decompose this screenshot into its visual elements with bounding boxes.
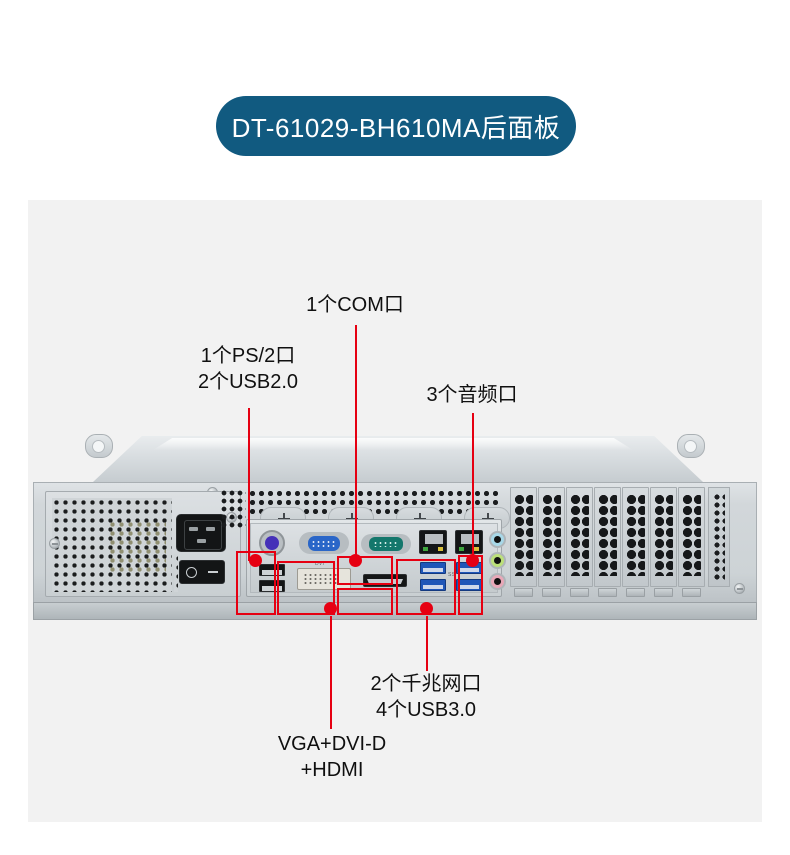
- rear-panel-photo: DVI SS: [33, 430, 757, 630]
- highlight-hdmi: [337, 588, 393, 615]
- rj45-port-2[interactable]: [455, 530, 483, 554]
- usb3-port-4[interactable]: [456, 579, 482, 591]
- audio-jack-line-out[interactable]: [489, 552, 506, 569]
- rack-ear-hole-left: [92, 440, 105, 453]
- psu-screw-left: [49, 538, 60, 549]
- leader-dot-audio: [466, 554, 479, 567]
- leader-dot-ps2-usb2: [249, 554, 262, 567]
- rack-ear-left: [85, 434, 113, 458]
- audio-jack-line-in[interactable]: [489, 531, 506, 548]
- callout-label-usb3: 4个USB3.0: [375, 699, 477, 721]
- screw-lower-right: [734, 583, 745, 594]
- io-shield-inner: DVI SS: [250, 523, 506, 593]
- switch-off-mark: [185, 566, 197, 578]
- power-inlet-c14: [176, 514, 226, 552]
- switch-on-mark: [208, 571, 219, 573]
- rj45-port-1[interactable]: [419, 530, 447, 554]
- expansion-slot-2: [538, 487, 565, 597]
- highlight-ps2-usb2: [236, 551, 276, 615]
- chassis-bottom-rail: [33, 602, 757, 620]
- chassis-rear-face: DVI SS: [33, 482, 757, 604]
- power-rocker-switch[interactable]: [179, 560, 225, 584]
- page-title-badge: DT-61029-BH610MA后面板: [216, 96, 576, 156]
- callout-label-lan: 2个千兆网口: [370, 673, 482, 695]
- expansion-slot-7: [678, 487, 705, 597]
- leader-line-lan-usb3: [426, 616, 428, 671]
- lid-highlight: [153, 438, 633, 450]
- usb3-port-1[interactable]: [420, 562, 446, 574]
- callout-label-audio: 3个音频口: [426, 384, 518, 406]
- callout-label-ps2: 1个PS/2口: [200, 345, 296, 367]
- chassis-vent-left: [220, 489, 246, 529]
- dvi-silkscreen-label: DVI: [315, 561, 325, 567]
- audio-jack-mic[interactable]: [489, 573, 506, 590]
- vga-port[interactable]: [299, 532, 349, 554]
- highlight-com: [337, 556, 393, 585]
- psu-vent-mesh-warm: [108, 520, 166, 572]
- chassis-vent-right: [708, 487, 730, 587]
- leader-dot-com: [349, 554, 362, 567]
- callout-label-com: 1个COM口: [306, 294, 404, 316]
- psu-vent-mesh-edge: [174, 554, 178, 592]
- leader-line-com: [355, 325, 357, 561]
- rack-ear-right: [677, 434, 705, 458]
- expansion-slot-6: [650, 487, 677, 597]
- expansion-slot-1: [510, 487, 537, 597]
- leader-dot-lan-usb3: [420, 602, 433, 615]
- motherboard-io-shield: DVI SS: [246, 519, 506, 597]
- leader-line-ps2-usb2: [248, 408, 250, 561]
- expansion-slot-4: [594, 487, 621, 597]
- power-supply-unit: [45, 491, 241, 597]
- leader-line-video: [330, 616, 332, 729]
- usb3-port-2[interactable]: [420, 579, 446, 591]
- ps2-port-keying: [265, 536, 279, 550]
- callout-label-usb2: 2个USB2.0: [197, 371, 299, 393]
- callout-label-video-line2: +HDMI: [300, 759, 364, 781]
- callout-label-video-line1: VGA+DVI-D: [277, 733, 387, 755]
- leader-dot-video: [324, 602, 337, 615]
- serial-com-port[interactable]: [361, 534, 411, 554]
- expansion-slot-5: [622, 487, 649, 597]
- page-title: DT-61029-BH610MA后面板: [231, 112, 561, 143]
- leader-line-audio: [472, 413, 474, 561]
- highlight-video-vga-dvi: [277, 561, 335, 615]
- usb3-silkscreen-label: SS: [448, 572, 456, 578]
- expansion-slot-3: [566, 487, 593, 597]
- chassis-top-lid: [33, 430, 757, 488]
- rack-ear-hole-right: [684, 440, 697, 453]
- expansion-slot-bay: [510, 487, 738, 599]
